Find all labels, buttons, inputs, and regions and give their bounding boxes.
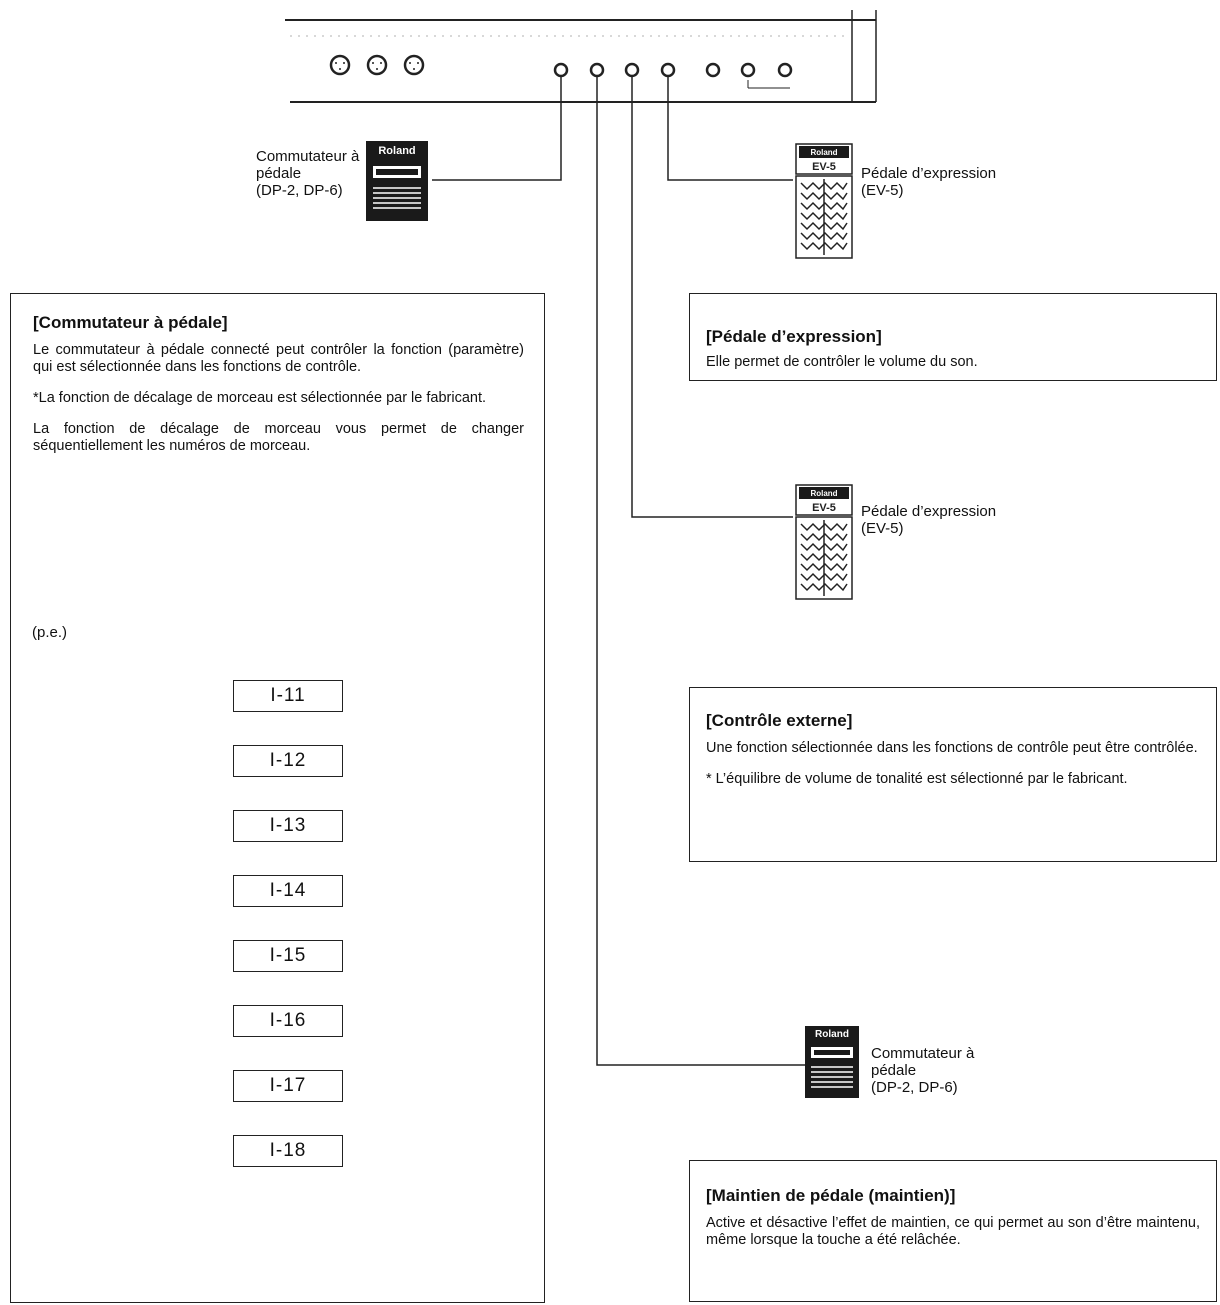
rear-panel [285, 10, 877, 103]
footswitch-label-bottom: Commutateur à pédale (DP-2, DP-6) [871, 1045, 975, 1096]
example-label: (p.e.) [32, 624, 68, 641]
flow-step: I-14 [233, 875, 343, 907]
footswitch-box-text: Le commutateur à pédale connecté peut co… [33, 342, 524, 375]
jack-pedal-switch [553, 62, 569, 78]
expression-info-box: [Pédale d’expression] Elle permet de con… [689, 293, 1217, 381]
footswitch-label-top: Commutateur à pédale (DP-2, DP-6) [256, 148, 360, 199]
jack-hold [589, 62, 605, 78]
jack-external-control [624, 62, 640, 78]
svg-text:Roland: Roland [810, 489, 837, 498]
midi-in-jack [403, 54, 425, 76]
flow-step: I-15 [233, 940, 343, 972]
svg-text:Roland: Roland [378, 145, 415, 157]
cable-footswitch-bottom [596, 76, 805, 1066]
jack-expression [660, 62, 676, 78]
external-control-info-box: [Contrôle externe] Une fonction sélectio… [689, 687, 1217, 862]
expression-pedal-top: Roland EV-5 [795, 143, 853, 259]
jack-phones [705, 62, 721, 78]
external-box-title: [Contrôle externe] [706, 711, 853, 730]
midi-thru-jack [329, 54, 351, 76]
flow-step: I-17 [233, 1070, 343, 1102]
expression-label-top: Pédale d’expression (EV-5) [861, 165, 997, 199]
cable-footswitch-left [432, 76, 562, 181]
expression-pedal-middle: Roland EV-5 [795, 484, 853, 600]
footswitch-box-note: *La fonction de décalage de morceau est … [33, 390, 487, 406]
flow-step: I-18 [233, 1135, 343, 1167]
footswitch-info-box: [Commutateur à pédale] Le commutateur à … [10, 293, 545, 1303]
svg-text:EV-5: EV-5 [812, 502, 836, 514]
footswitch-pedal-bottom: Roland [805, 1026, 859, 1098]
cable-expression-middle [631, 76, 793, 518]
external-box-text: Une fonction sélectionnée dans les fonct… [706, 740, 1198, 756]
cable-expression-top [667, 76, 793, 181]
svg-text:Roland: Roland [810, 148, 837, 157]
hold-box-text: Active et désactive l’effet de maintien,… [706, 1215, 1200, 1248]
expression-box-text: Elle permet de contrôler le volume du so… [706, 354, 978, 370]
jack-output-l [740, 62, 756, 78]
footswitch-box-text2: La fonction de décalage de morceau vous … [33, 421, 524, 454]
expression-box-title: [Pédale d’expression] [706, 327, 882, 346]
hold-box-title: [Maintien de pédale (maintien)] [706, 1186, 956, 1205]
flow-step: I-16 [233, 1005, 343, 1037]
flow-step: I-11 [233, 680, 343, 712]
jack-output-r [777, 62, 793, 78]
footswitch-pedal-top: Roland [366, 141, 428, 221]
footswitch-box-title: [Commutateur à pédale] [33, 313, 228, 332]
external-box-note: * L’équilibre de volume de tonalité est … [706, 771, 1128, 787]
svg-text:EV-5: EV-5 [812, 161, 836, 173]
flow-step: I-13 [233, 810, 343, 842]
flow-step: I-12 [233, 745, 343, 777]
svg-text:Roland: Roland [815, 1029, 849, 1040]
midi-out-jack [366, 54, 388, 76]
expression-label-middle: Pédale d’expression (EV-5) [861, 503, 997, 537]
hold-info-box: [Maintien de pédale (maintien)] Active e… [689, 1160, 1217, 1302]
